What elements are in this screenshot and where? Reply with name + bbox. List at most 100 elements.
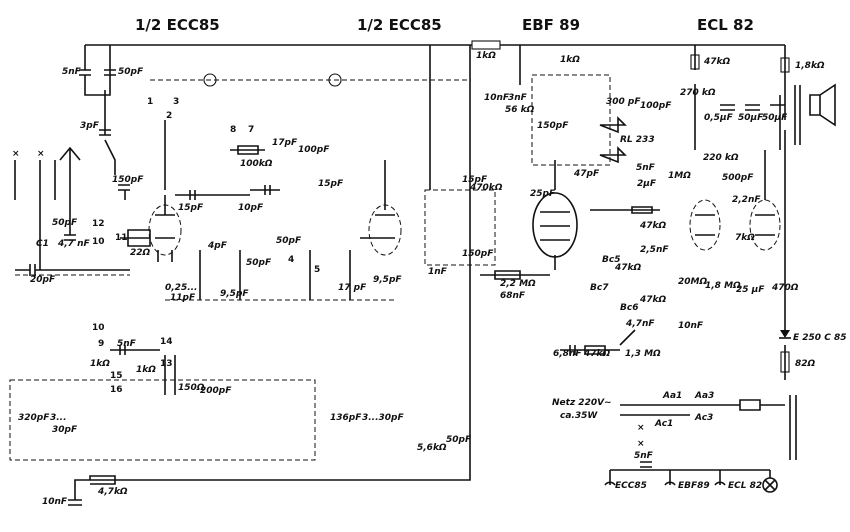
label-c-25uf: 25 µF: [736, 285, 765, 295]
label-sw-aa1: Aa1: [662, 391, 682, 401]
pin-10b: 10: [92, 323, 105, 333]
label-c-4pf: 4pF: [207, 241, 228, 251]
label-r-82: 82Ω: [795, 359, 816, 369]
switch-contact-b: [328, 73, 342, 87]
c-3pf: [99, 90, 111, 136]
tube-ecl82: [689, 150, 781, 251]
label-r-1k-b: 1kΩ: [560, 55, 580, 65]
label-c-2n5: 2,5nF: [640, 245, 669, 255]
label-r-47k-b: 47kΩ: [614, 263, 642, 273]
label-c-5nf: 5nF: [62, 67, 82, 77]
label-fil-ecc85: ECC85: [615, 481, 647, 491]
label-r-56k: 56 kΩ: [505, 105, 535, 115]
svg-text:×: ×: [637, 439, 645, 449]
label-c-5nf-fil: 5nF: [634, 451, 654, 461]
if-can-2: [531, 74, 611, 166]
label-bc6: Bc6: [620, 303, 638, 313]
pin-1: 1: [147, 97, 153, 107]
label-fil-ebf89: EBF89: [678, 481, 710, 491]
rectifier-diode: [780, 330, 790, 338]
label-r-1m: 1MΩ: [668, 171, 691, 181]
label-c-3nf: 3nF: [508, 93, 528, 103]
if1-wiring: [429, 45, 550, 280]
label-r-47k-c: 47kΩ: [639, 295, 667, 305]
label-c-150pf-c: 150pF: [462, 249, 494, 259]
label-mains-voltage: Netz 220V~: [552, 398, 612, 408]
label-r-1k-c: 1kΩ: [136, 365, 156, 375]
label-c-6n8: 6,8nF: [553, 349, 582, 359]
label-c-025: 0,25...: [165, 283, 197, 293]
osc-section: [110, 345, 176, 395]
label-c-300pf: 300 pF: [606, 97, 641, 107]
label-c-5nf-c: 5nF: [117, 339, 137, 349]
label-c-1nf: 1nF: [428, 267, 448, 277]
pin-15: 15: [110, 371, 123, 381]
label-c-2n2: 2,2nF: [732, 195, 761, 205]
label-bc5: Bc5: [602, 255, 620, 265]
label-r-20m: 20MΩ: [678, 277, 707, 287]
pin-11: 11: [115, 233, 128, 243]
r-100k: [230, 145, 265, 155]
osc-tuning-box: [9, 379, 316, 461]
label-c1: C1: [36, 239, 49, 249]
svg-text:×: ×: [37, 149, 45, 159]
label-c-5nf-b: 5nF: [636, 163, 656, 173]
label-r-47k-top: 47kΩ: [703, 57, 731, 67]
label-rl233: RL 233: [620, 135, 655, 145]
antenna-inputs: ××: [12, 146, 81, 270]
label-c-68nf: 68nF: [500, 291, 526, 301]
label-c-50pf-ant: 50pF: [52, 218, 78, 228]
ground-drops: [199, 250, 351, 300]
label-bc7: Bc7: [590, 283, 609, 293]
tube-title-ecc85-a: 1/2 ECC85: [135, 16, 220, 34]
label-c-3: 3...: [50, 413, 67, 423]
label-c-500pf: 500pF: [722, 173, 754, 183]
bottom-rail: [68, 45, 471, 506]
switch-contact-a: [203, 73, 217, 87]
label-c-150pf-b: 150pF: [537, 121, 569, 131]
diodes: [599, 116, 627, 164]
pin-12: 12: [92, 219, 105, 229]
label-r-22: 22Ω: [130, 248, 151, 258]
label-c-200pf: 200pF: [200, 386, 232, 396]
ebf-wiring: [554, 160, 660, 270]
label-c-17pf: 17pF: [272, 138, 298, 148]
label-c-30pf: 30pF: [52, 425, 78, 435]
tube-title-ecl82: ECL 82: [697, 16, 754, 34]
tube-ecc85-b: [360, 160, 402, 256]
label-c-95pf-b: 9,5pF: [373, 275, 402, 285]
label-c-15pf-a: 15pF: [178, 203, 204, 213]
label-r-1k-d: 1kΩ: [90, 359, 110, 369]
label-c-15pf-b: 15pF: [318, 179, 344, 189]
label-r-1k: 1kΩ: [476, 51, 496, 61]
label-c-17pf-b: 17 pF: [338, 283, 367, 293]
pin-14: 14: [160, 337, 173, 347]
label-c-320pf: 320pF: [18, 413, 50, 423]
pin-10a: 10: [92, 237, 105, 247]
label-c-136pf: 136pF: [330, 413, 362, 423]
tube-title-ecc85-b: 1/2 ECC85: [357, 16, 442, 34]
label-c-4n7: 4,7 nF: [57, 239, 90, 249]
label-r-100k: 100kΩ: [240, 159, 273, 169]
label-r-1k8: 1,8kΩ: [795, 61, 825, 71]
label-sw-ac1: Ac1: [654, 419, 673, 429]
label-fil-ecl82: ECL 82: [728, 481, 762, 491]
label-c-4n7b: 4,7nF: [625, 319, 655, 329]
filter-caps: [720, 104, 785, 111]
mains-transformer: [620, 395, 797, 460]
label-c-150pf-l: 150pF: [112, 175, 144, 185]
input-decoupling: [79, 45, 116, 96]
if-can-1: [424, 189, 496, 266]
volume-control: [560, 329, 636, 355]
label-c-25pf: 25pF: [530, 189, 556, 199]
label-c-50uf-a: 50µF: [738, 113, 764, 123]
label-c-3-30pf: 3...30pF: [362, 413, 404, 423]
coupling-caps: [175, 185, 280, 200]
svg-text:×: ×: [12, 149, 20, 159]
pin-5: 5: [314, 265, 320, 275]
label-r-7k: 7kΩ: [735, 233, 755, 243]
label-r-470k: 470kΩ: [469, 183, 503, 193]
label-c-20pf: 20pF: [30, 275, 56, 285]
label-c-11pf: 11pF: [170, 293, 196, 303]
